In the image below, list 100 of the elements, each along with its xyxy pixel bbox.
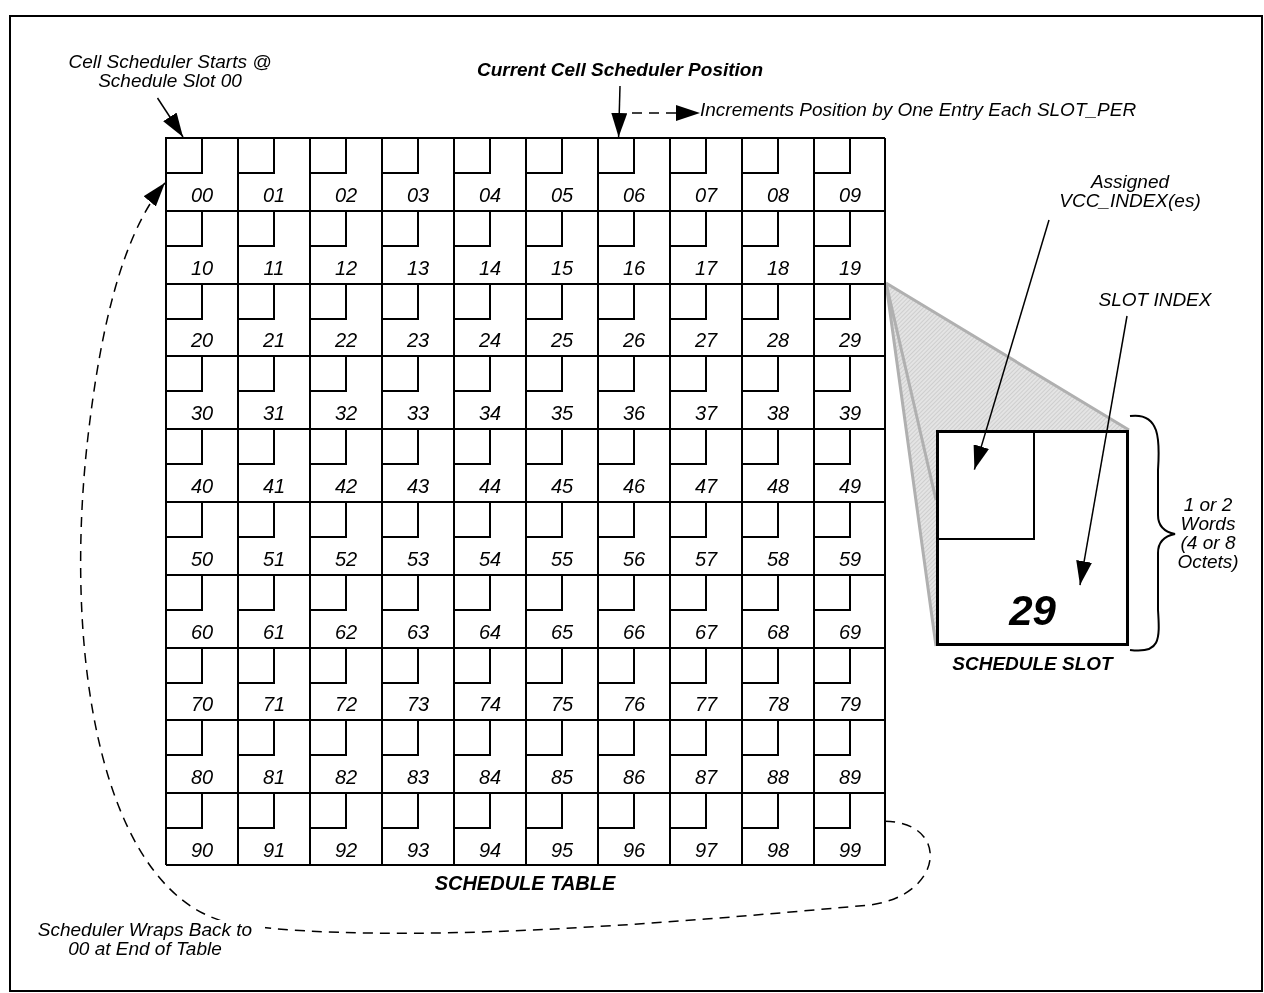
slot-number: 04 — [477, 184, 503, 205]
slot-number: 22 — [333, 330, 359, 351]
annotation-text: Increments Position by One Entry Each SLOT_PER — [700, 100, 1210, 126]
slot-number: 64 — [477, 621, 503, 642]
slot-number: 45 — [549, 476, 575, 496]
schedule-slot-cell — [670, 647, 742, 721]
slot-number: 72 — [333, 694, 359, 715]
schedule-slot-cell — [814, 574, 886, 648]
slot-number: 07 — [693, 184, 719, 205]
schedule-slot-cell — [598, 429, 670, 502]
slot-number: 91 — [261, 840, 287, 860]
slot-number: 96 — [621, 840, 647, 860]
slot-number: 33 — [405, 403, 431, 424]
slot-number: 34 — [477, 403, 503, 424]
slot-number: 23 — [405, 330, 431, 351]
slot-number: 47 — [693, 476, 719, 496]
slot-number: 29 — [1007, 589, 1057, 633]
slot-number: 48 — [765, 476, 791, 496]
slot-number: 65 — [549, 621, 575, 642]
slot-number: 43 — [405, 476, 431, 496]
schedule-slot-cell — [598, 574, 670, 648]
schedule-slot-cell — [310, 356, 382, 430]
slot-number: 71 — [261, 694, 287, 715]
schedule-slot-cell — [598, 283, 670, 357]
schedule-slot-cell — [238, 210, 310, 284]
schedule-slot-cell — [670, 502, 742, 575]
slot-number: 74 — [477, 694, 503, 715]
schedule-slot-cell — [310, 574, 382, 648]
slot-number: 20 — [189, 330, 215, 351]
schedule-slot-cell — [166, 138, 238, 211]
schedule-slot-cell — [310, 429, 382, 502]
schedule-slot-cell — [814, 502, 886, 575]
arrow — [156, 97, 184, 138]
slot-number: 11 — [262, 257, 286, 278]
table-title: SCHEDULE TABLE — [433, 872, 617, 894]
schedule-slot-cell — [670, 356, 742, 430]
schedule-slot-cell — [526, 574, 598, 648]
schedule-slot-cell — [382, 720, 454, 794]
schedule-slot-cell — [454, 356, 526, 430]
schedule-slot-cell — [310, 138, 382, 211]
schedule-slot-cell — [166, 793, 238, 866]
schedule-slot-cell — [382, 138, 454, 211]
schedule-slot-cell — [454, 429, 526, 502]
slot-number: 66 — [621, 621, 647, 642]
schedule-slot-cell — [742, 210, 814, 284]
slot-number: 61 — [261, 621, 287, 642]
schedule-slot-cell — [526, 283, 598, 357]
slot-number: 60 — [189, 621, 215, 642]
slot-number: 70 — [189, 694, 215, 715]
annotation-text: Cell Scheduler Starts @ Schedule Slot 00 — [45, 52, 295, 98]
schedule-slot-cell — [238, 429, 310, 502]
schedule-slot-cell — [166, 720, 238, 794]
schedule-slot-cell — [382, 647, 454, 721]
schedule-slot-cell — [814, 429, 886, 502]
slot-number: 67 — [693, 621, 719, 642]
slot-number: 73 — [405, 694, 431, 715]
slot-number: 68 — [765, 621, 791, 642]
schedule-slot-cell — [598, 793, 670, 866]
schedule-slot-cell — [814, 138, 886, 211]
schedule-slot-cell — [742, 138, 814, 211]
schedule-slot-cell — [382, 210, 454, 284]
schedule-slot-cell — [526, 793, 598, 866]
schedule-slot-cell — [166, 647, 238, 721]
slot-number: 50 — [189, 548, 215, 569]
slot-number: 97 — [693, 840, 719, 860]
schedule-slot-cell — [742, 502, 814, 575]
slot-number: 30 — [189, 403, 215, 424]
slot-number: 12 — [333, 257, 359, 278]
schedule-slot-cell — [742, 647, 814, 721]
slot-number: 63 — [405, 621, 431, 642]
vcc-index-box — [939, 433, 1035, 540]
slot-number: 98 — [765, 840, 791, 860]
annotation-text: Assigned VCC_INDEX(es) — [1040, 172, 1220, 220]
schedule-slot-cell — [310, 283, 382, 357]
slot-number: 53 — [405, 548, 431, 569]
slot-number: 86 — [621, 767, 647, 788]
slot-number: 17 — [693, 257, 719, 278]
schedule-slot-cell — [238, 356, 310, 430]
schedule-slot-cell — [742, 283, 814, 357]
arrow — [611, 85, 628, 138]
schedule-slot-cell — [526, 429, 598, 502]
schedule-slot-cell — [814, 720, 886, 794]
schedule-slot-cell — [454, 138, 526, 211]
slot-number: 55 — [549, 548, 575, 569]
schedule-slot-cell — [454, 647, 526, 721]
slot-number: 83 — [405, 767, 431, 788]
slot-number: 81 — [261, 767, 287, 788]
schedule-slot-cell — [310, 647, 382, 721]
schedule-slot-cell — [166, 574, 238, 648]
schedule-slot-cell — [670, 574, 742, 648]
schedule-slot-cell — [670, 720, 742, 794]
schedule-slot-cell — [166, 429, 238, 502]
schedule-slot-cell — [526, 502, 598, 575]
slot-number: 57 — [693, 548, 719, 569]
slot-number: 40 — [189, 476, 215, 496]
slot-number: 02 — [333, 184, 359, 205]
slot-title: SCHEDULE SLOT — [951, 653, 1115, 674]
schedule-slot-cell — [454, 210, 526, 284]
schedule-slot-cell — [310, 793, 382, 866]
slot-number: 59 — [837, 548, 863, 569]
